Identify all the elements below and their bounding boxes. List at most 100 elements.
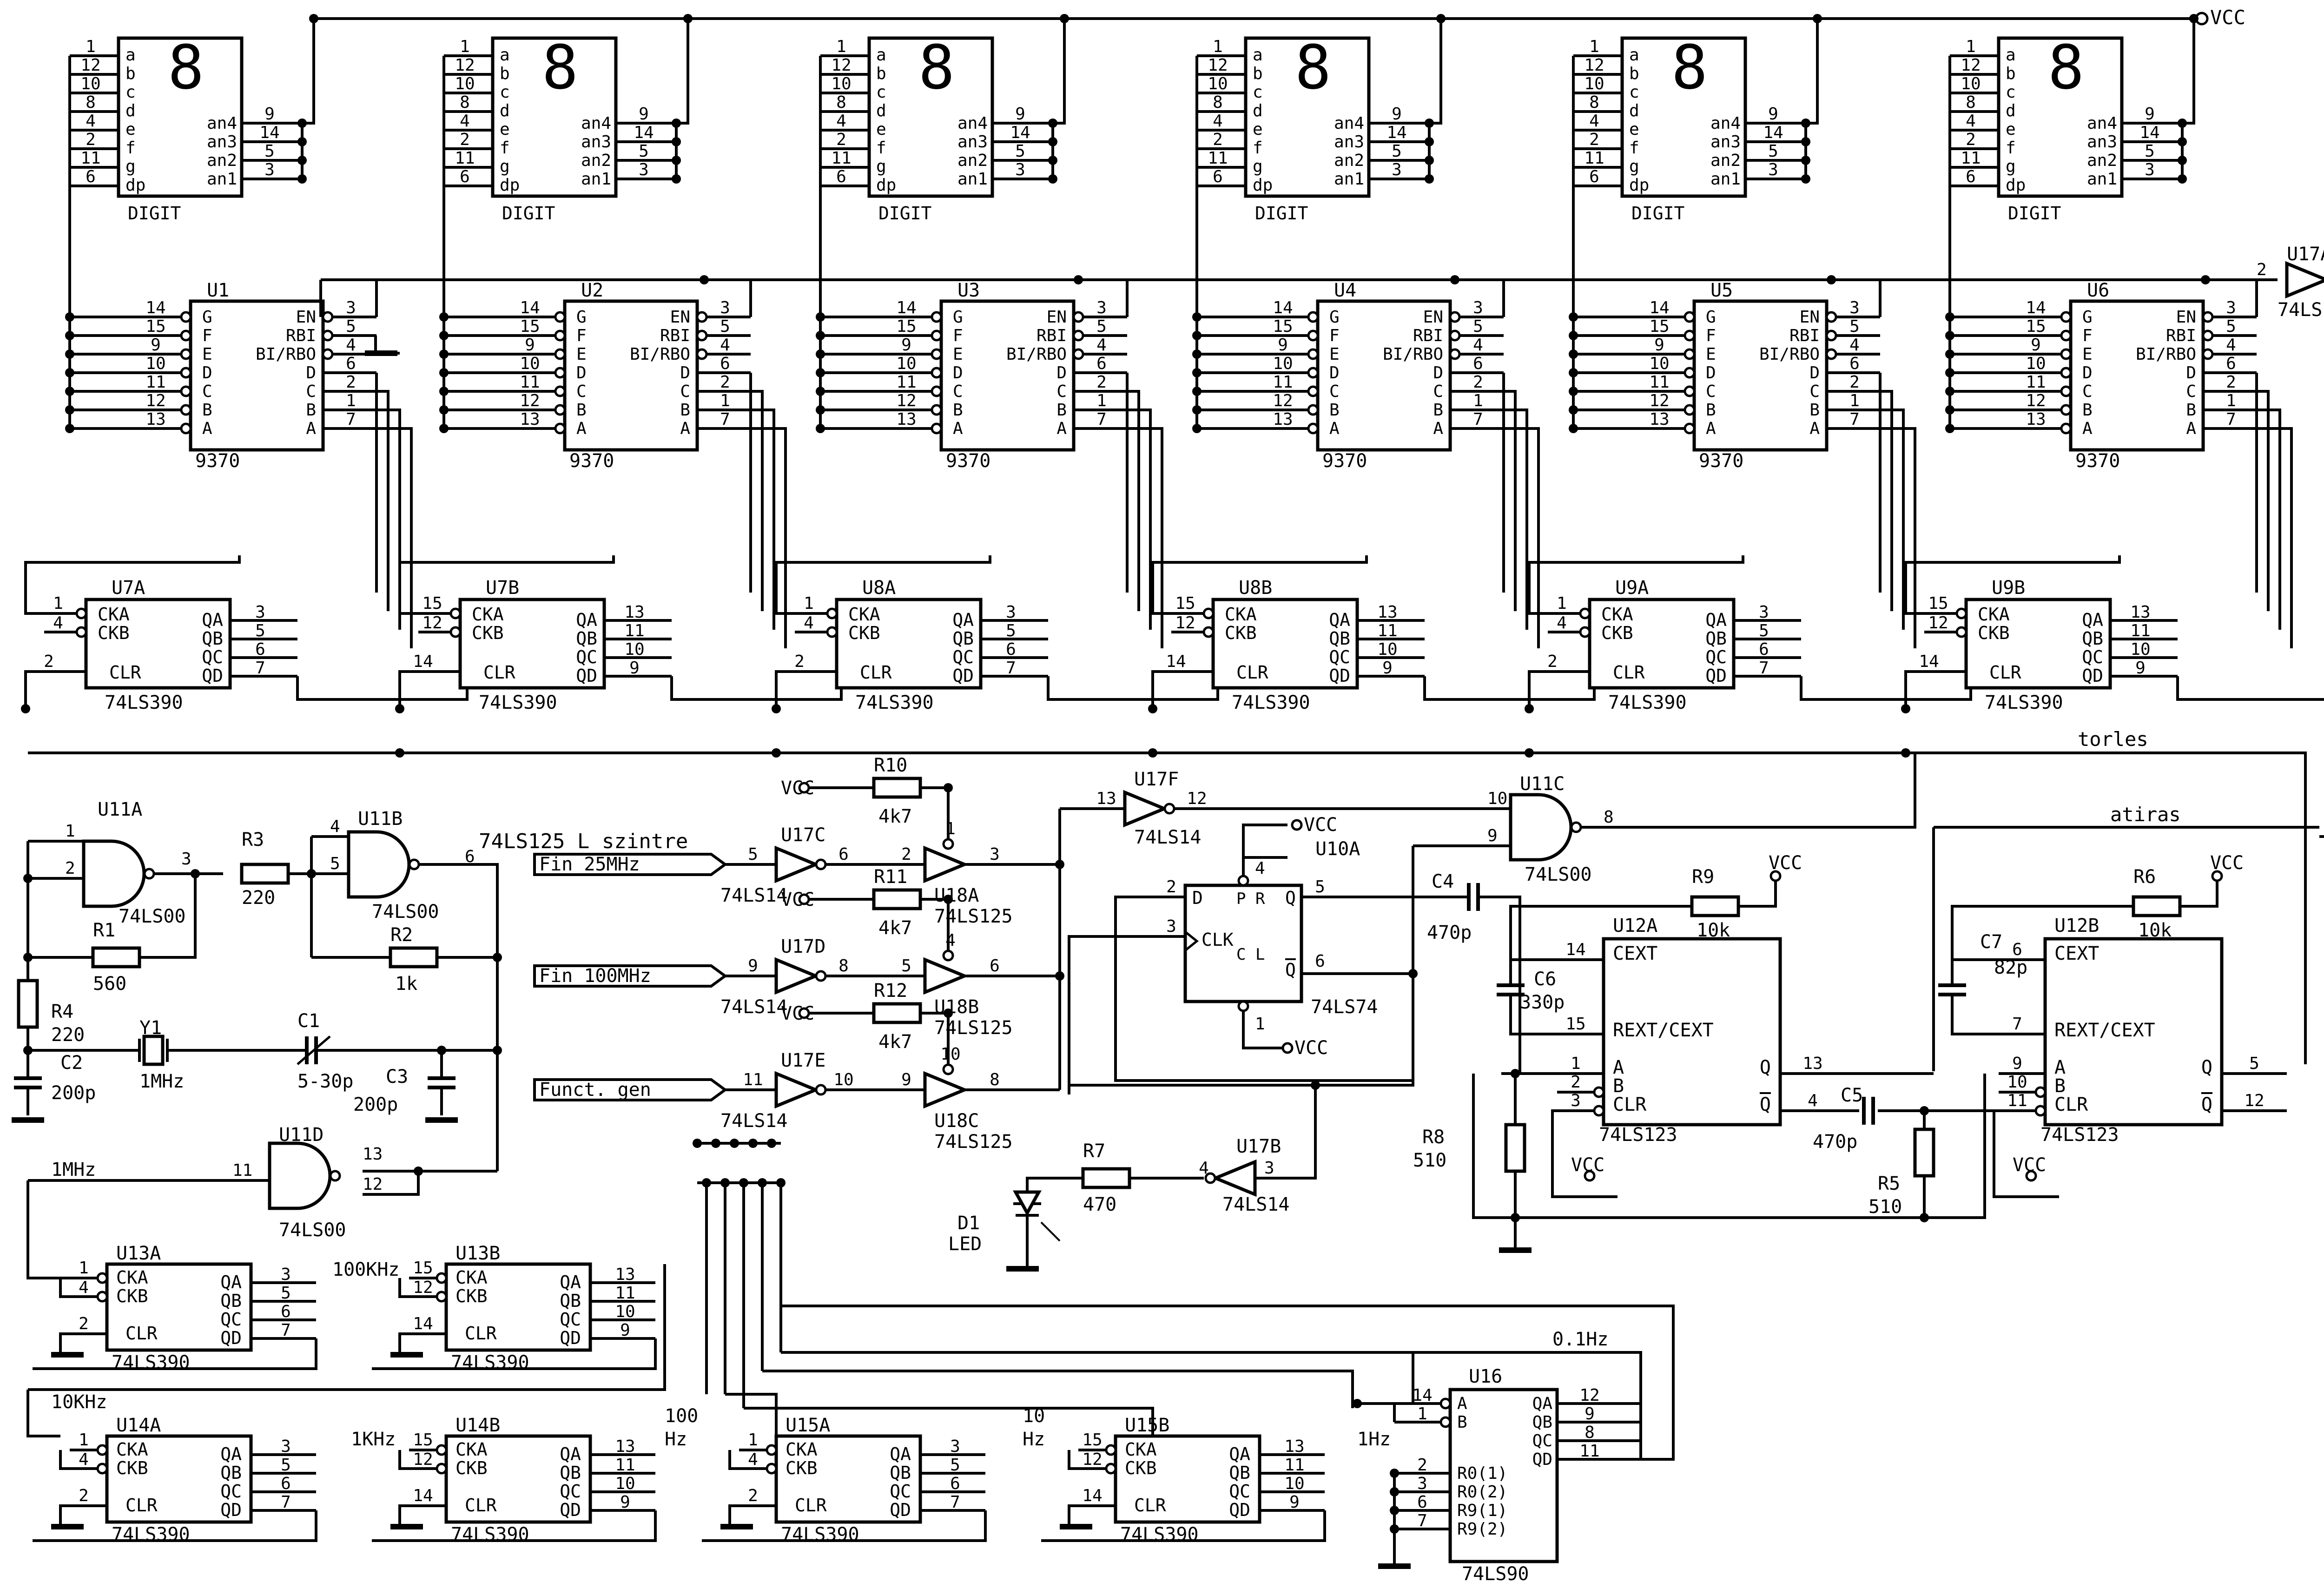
inversion-bubble	[1307, 367, 1319, 379]
pin-number: 2	[2257, 260, 2267, 279]
junction-dot	[439, 405, 449, 415]
pin-name: CKA	[116, 1267, 148, 1288]
segment-name: b	[876, 64, 886, 83]
counter-ref: U8A	[862, 577, 896, 599]
pin-name: QC	[220, 1481, 242, 1502]
pin-number: 6	[1849, 354, 1860, 373]
digit-label: DIGIT	[1255, 203, 1308, 224]
pin-name: EN	[1423, 308, 1443, 327]
pin-name: D	[1706, 363, 1716, 382]
pin-name: D	[202, 363, 212, 382]
pin-number: 12	[80, 56, 100, 75]
pin-name: C	[2186, 382, 2196, 401]
anode-name: an2	[1710, 151, 1741, 170]
pin-number: 13	[1649, 410, 1669, 429]
pin-number: 11	[232, 1161, 252, 1180]
bcd-counter-chip	[458, 598, 606, 690]
oneshot-part: 74LS123	[2040, 1124, 2119, 1146]
pin-number: 12	[455, 56, 475, 75]
junction-dot	[1055, 971, 1064, 981]
inversion-bubble	[1237, 875, 1249, 887]
wire	[676, 19, 689, 125]
pin-number: 15	[520, 317, 540, 336]
u11a-ref: U11A	[98, 799, 142, 820]
pin-name: QD	[220, 1500, 242, 1520]
pin-name: CKA	[472, 604, 504, 625]
pin-number: 5	[748, 845, 758, 864]
wire	[1068, 1504, 1116, 1524]
pin-number: 14	[1763, 123, 1783, 142]
pin-number: 12	[1584, 56, 1604, 75]
segment-name: a	[500, 46, 510, 65]
junction-dot	[1801, 156, 1810, 165]
pin-name: Q	[2201, 1057, 2212, 1078]
pin-number: 9	[2012, 1054, 2022, 1073]
pin-number: 3	[1096, 298, 1107, 317]
anode-name: an4	[1710, 114, 1741, 133]
inversion-bubble	[1825, 330, 1837, 342]
pin-name: C L	[1236, 945, 1265, 964]
u17b-ref: U17B	[1236, 1136, 1281, 1157]
resistor-val: 4k7	[878, 806, 912, 827]
pin-number: 7	[1759, 659, 1769, 678]
pin-name: REXT/CEXT	[2054, 1020, 2155, 1041]
pin-number: 9	[748, 956, 758, 975]
pin-name: B	[306, 401, 316, 420]
pin-name: EN	[1800, 308, 1820, 327]
wire	[24, 555, 241, 615]
pin-number: 3	[1473, 298, 1483, 317]
inversion-bubble	[1684, 367, 1696, 379]
bcd-counter-chip	[84, 598, 232, 690]
vcc-label: VCC	[2210, 852, 2244, 874]
u16-ref: U16	[1469, 1366, 1502, 1387]
bcd-decoder-chip	[189, 299, 325, 452]
pin-name: F	[1706, 326, 1716, 345]
pin-number: 4	[720, 336, 730, 355]
wire	[751, 427, 787, 648]
buffer-symbol	[923, 845, 969, 883]
pin-name: F	[953, 326, 963, 345]
pin-number: 11	[1649, 373, 1669, 392]
pin-number: 5	[255, 621, 265, 640]
junction-dot	[1192, 424, 1202, 433]
pin-number: 9	[1487, 826, 1498, 845]
pin-number: 7	[281, 1493, 291, 1512]
pin-number: 11	[1584, 149, 1604, 168]
pin-number: 14	[1010, 123, 1030, 142]
inverter-symbol	[774, 1071, 820, 1109]
segment-name: e	[2006, 120, 2016, 139]
inversion-bubble	[1105, 1444, 1117, 1456]
pin-name: D	[576, 363, 587, 382]
bcd-counter-chip	[1114, 1434, 1261, 1524]
pin-name: QD	[952, 666, 974, 686]
c3-ref: C3	[386, 1066, 408, 1088]
inversion-bubble	[2060, 385, 2072, 397]
segment-name: e	[1629, 120, 1639, 139]
segment-name: d	[1629, 101, 1639, 120]
inverter-part: 74LS14	[720, 1110, 788, 1132]
pin-number: 2	[44, 652, 54, 671]
pin-name: RBI	[1413, 326, 1443, 345]
pin-number: 4	[460, 112, 470, 131]
inversion-bubble	[449, 626, 462, 638]
pin-name: EN	[296, 308, 316, 327]
pin-name: QD	[560, 1328, 581, 1348]
wire	[1580, 753, 1916, 829]
c1-val: 5-30p	[297, 1071, 353, 1092]
segment-name: a	[2006, 46, 2016, 65]
inversion-bubble	[96, 1272, 108, 1284]
pin-name: D	[680, 363, 690, 382]
segment-name: d	[1253, 101, 1263, 120]
junction-dot	[493, 1046, 502, 1055]
pin-name: QB	[1532, 1413, 1552, 1432]
pin-name: QB	[1329, 628, 1350, 649]
junction-dot	[1945, 405, 1954, 415]
inversion-bubble	[931, 404, 943, 416]
wire	[728, 1450, 767, 1470]
inversion-bubble	[2202, 348, 2214, 360]
pin-number: 1	[1213, 37, 1223, 56]
